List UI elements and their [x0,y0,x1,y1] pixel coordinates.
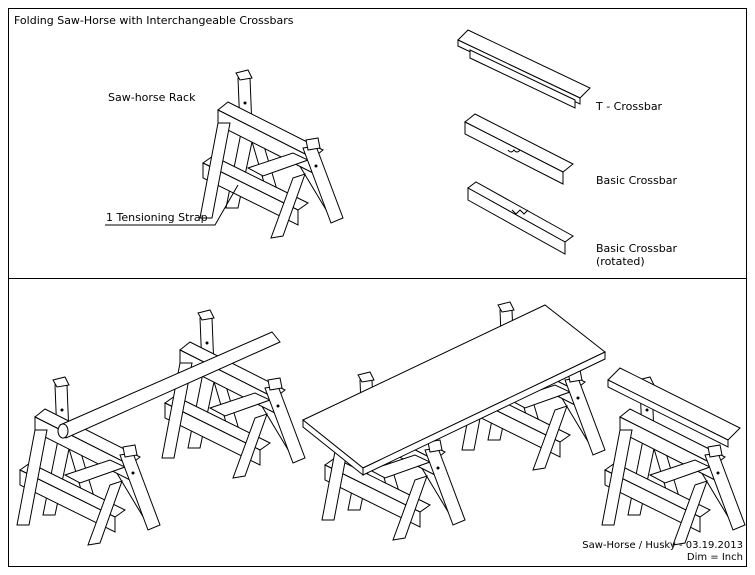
sawhorse-bottom-back-left [161,309,306,479]
label-rotated-note: (rotated) [596,255,645,268]
bottom-panel-frame [8,278,747,567]
label-basic-rotated: Basic Crossbar [596,242,678,255]
label-rack: Saw-horse Rack [108,91,196,104]
round-crossbar-drawing [57,331,281,439]
label-basic-crossbar: Basic Crossbar [596,174,678,187]
label-strap: 1 Tensioning Strap [106,211,208,224]
label-t-crossbar: T - Crossbar [596,100,663,113]
footer-title: Saw-Horse / Husky - 03.19.2013 [582,540,743,551]
basic-crossbar-drawing [464,113,574,185]
top-panel-frame [8,8,747,279]
strap-leader-line [105,184,239,226]
wide-t-crossbar-drawing [302,304,606,477]
footer-units: Dim = Inch [686,552,743,563]
basic-crossbar-rotated-drawing [467,181,574,255]
short-t-crossbar-drawing [607,367,741,448]
t-crossbar-drawing [457,29,591,109]
drawing-title: Folding Saw-Horse with Interchangeable C… [14,14,294,27]
